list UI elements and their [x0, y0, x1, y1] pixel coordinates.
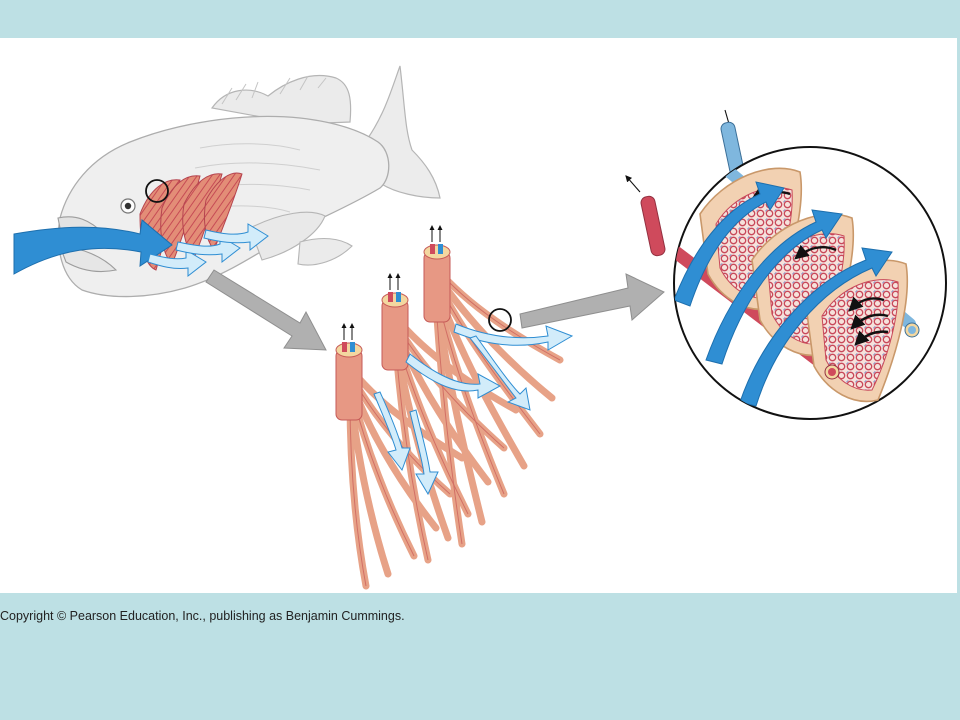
artery-icon	[640, 195, 666, 257]
pointer-arrow-icon	[205, 269, 327, 351]
lamellae-zoom-view	[625, 109, 947, 420]
copyright-footer: Copyright © Pearson Education, Inc., pub…	[0, 609, 405, 623]
zoom-circle-icon	[488, 308, 512, 332]
gill-flow-arrows-icon	[147, 223, 269, 278]
zoom-circle-icon	[145, 179, 169, 203]
gill-diagram	[13, 65, 947, 590]
gill-arch-detail	[335, 225, 574, 590]
pointer-arrow-icon	[519, 273, 665, 329]
filament-flow-arrows-icon	[373, 323, 574, 496]
lamella-water-arrows-icon	[674, 181, 893, 407]
vessel-pair-icon	[342, 244, 443, 352]
figure-panel: Copyright © Pearson Education, Inc., pub…	[0, 38, 957, 623]
fish-icon	[57, 65, 441, 298]
